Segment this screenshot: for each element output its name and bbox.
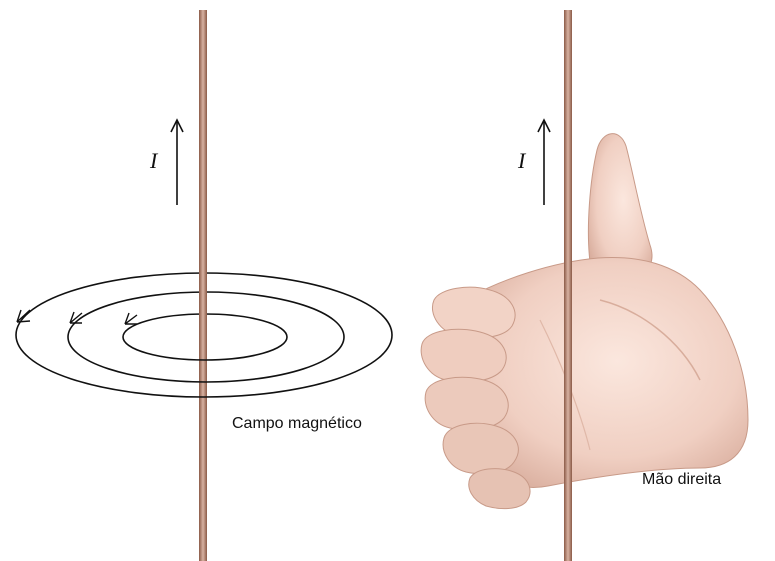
right-wire (564, 10, 572, 561)
right-current-label: I (517, 148, 527, 173)
left-current-label: I (149, 148, 159, 173)
right-hand-icon (421, 134, 748, 509)
right-current-arrow-icon (538, 120, 550, 205)
field-label: Campo magnético (232, 415, 362, 432)
left-current-arrow-icon (171, 120, 183, 205)
hand-label: Mão direita (642, 471, 721, 488)
left-wire (199, 10, 207, 561)
